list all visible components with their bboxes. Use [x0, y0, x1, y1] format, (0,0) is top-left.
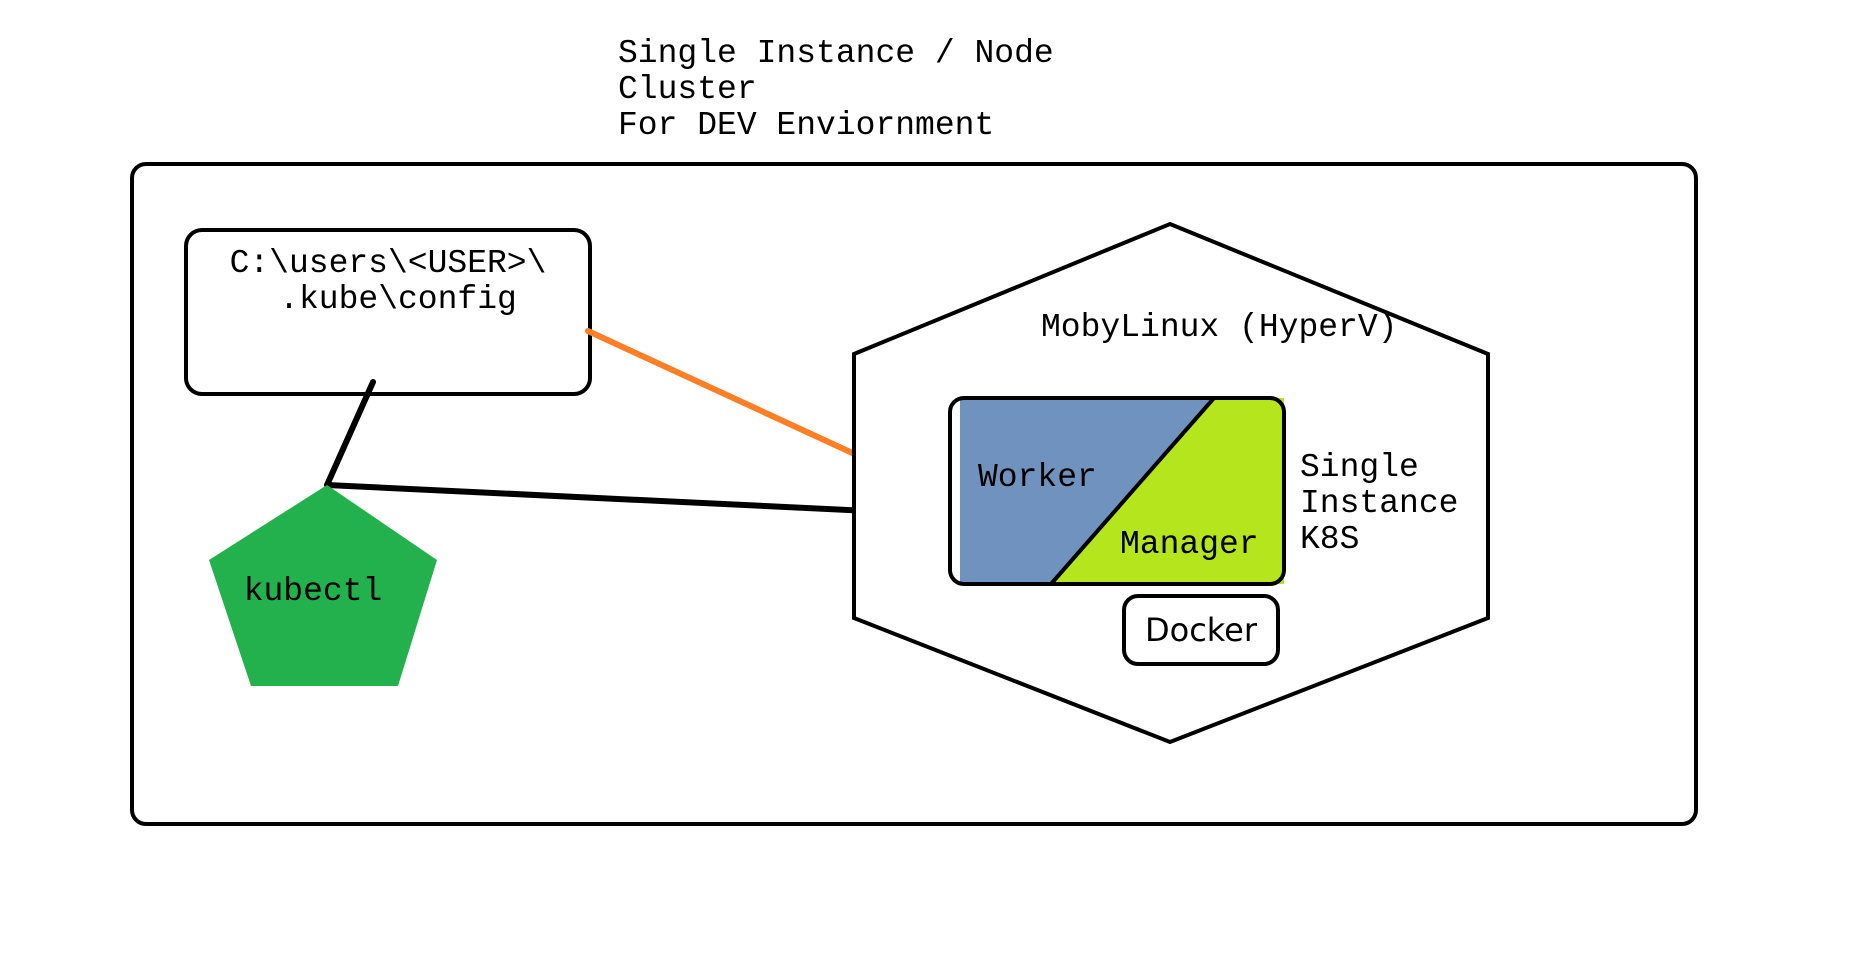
- kube-config-path-line-2: .kube\config: [279, 281, 517, 318]
- kube-config-path-line-1: C:\users\<USER>\: [230, 245, 547, 282]
- k8s-cluster-box: [948, 396, 1286, 586]
- k8s-side-label-line-3: K8S: [1300, 521, 1359, 558]
- worker-manager-divider: [1049, 396, 1216, 586]
- manager-region: [1051, 398, 1284, 584]
- kubectl-label: kubectl: [244, 573, 383, 610]
- title-line-3: For DEV Enviornment: [618, 107, 994, 144]
- k8s-side-label-line-1: Single: [1300, 449, 1419, 486]
- manager-label: Manager: [1120, 526, 1259, 563]
- title-line-2: Cluster: [618, 71, 757, 108]
- worker-label: Worker: [978, 459, 1097, 496]
- mobylinux-label: MobyLinux (HyperV): [1041, 309, 1397, 346]
- kube-config-box: [184, 228, 592, 396]
- environment-box: [130, 162, 1698, 826]
- k8s-side-label-line-2: Instance: [1300, 485, 1458, 522]
- docker-box: [1122, 594, 1280, 666]
- docker-label: Docker: [1145, 611, 1258, 649]
- worker-region: [960, 398, 1214, 584]
- kubectl-pentagon: [209, 485, 437, 686]
- title-line-1: Single Instance / Node: [618, 35, 1054, 72]
